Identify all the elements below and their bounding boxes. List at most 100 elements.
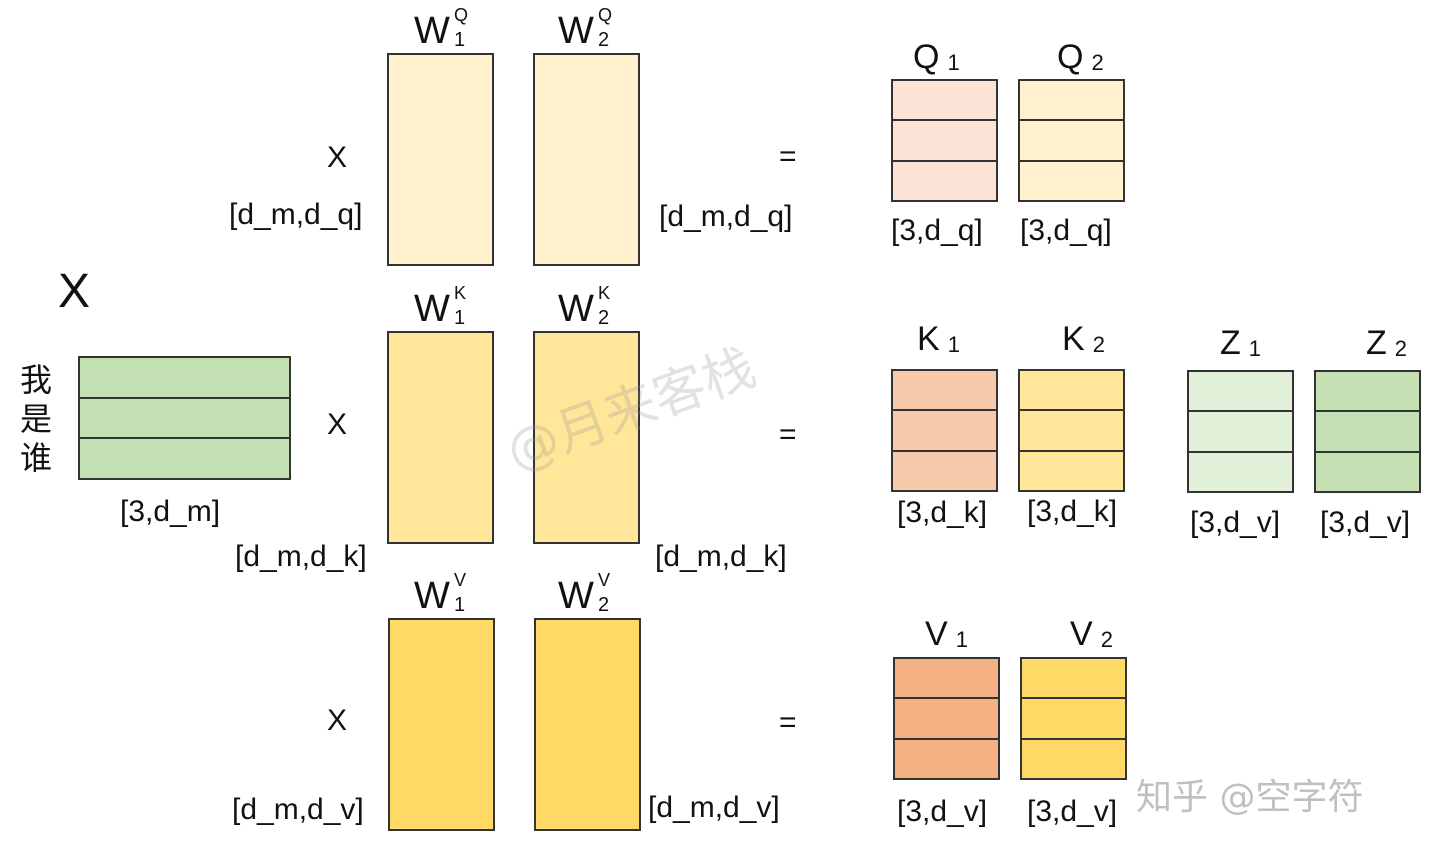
z2-row-3 (1316, 453, 1419, 491)
wv1-label: W V 1 (414, 571, 466, 615)
v1-row-2 (895, 699, 998, 740)
wq1-matrix (387, 53, 494, 266)
q2-matrix (1018, 79, 1125, 202)
wk2-sup: K (598, 283, 611, 303)
k1-row-2 (893, 411, 996, 452)
v2-row-1 (1022, 659, 1125, 700)
wq1-base: W (414, 10, 450, 52)
wq2-matrix (533, 53, 640, 266)
k2-row-3 (1020, 452, 1123, 490)
wv1-matrix (388, 618, 495, 831)
z1-row-1 (1189, 372, 1292, 413)
k2-matrix (1018, 369, 1125, 492)
x-dim: [3,d_m] (120, 495, 221, 528)
k2-row-2 (1020, 411, 1123, 452)
z1-dim: [3,d_v] (1190, 506, 1281, 539)
wv2-base: W (558, 575, 594, 617)
v1-sub: 1 (955, 627, 970, 652)
wv2-sup: V (598, 570, 611, 590)
wv2-label: W V 2 (558, 571, 610, 617)
wv2-sub: 2 (598, 594, 610, 616)
wv-dim-left: [d_m,d_v] (232, 793, 364, 826)
v1-dim: [3,d_v] (897, 795, 988, 828)
x-token-2: 是 (20, 400, 53, 438)
k1-base: K (917, 320, 942, 358)
k2-sub: 2 (1092, 332, 1107, 357)
wq2-sub: 2 (598, 29, 610, 51)
v1-row-1 (895, 659, 998, 700)
z2-dim: [3,d_v] (1320, 506, 1411, 539)
k2-base: K (1062, 320, 1087, 358)
z2-row-1 (1316, 372, 1419, 413)
wk2-sub: 2 (598, 307, 610, 329)
wv1-sub: 1 (454, 594, 466, 616)
wq2-label: W Q 2 (558, 6, 612, 52)
z2-base: Z (1366, 324, 1389, 362)
wv2-matrix (534, 618, 641, 831)
k1-row-1 (893, 371, 996, 412)
q1-row-1 (893, 81, 996, 122)
q-times: X (327, 141, 348, 174)
k1-matrix (891, 369, 998, 492)
x-row-2 (80, 399, 289, 440)
wq2-base: W (558, 10, 594, 52)
v2-row-2 (1022, 699, 1125, 740)
k1-dim: [3,d_k] (897, 496, 988, 529)
z1-row-3 (1189, 453, 1292, 491)
k-equals: = (779, 418, 797, 451)
q2-sub: 2 (1091, 50, 1106, 75)
v2-matrix (1020, 657, 1127, 780)
v2-row-3 (1022, 740, 1125, 778)
q1-matrix (891, 79, 998, 202)
k2-dim: [3,d_k] (1027, 495, 1118, 528)
wk1-label: W K 1 (414, 284, 466, 328)
k1-sub: 1 (947, 332, 962, 357)
wk1-sub: 1 (454, 307, 466, 329)
wq1-sub: 1 (454, 29, 466, 51)
wv1-sup: V (454, 570, 467, 590)
z1-base: Z (1220, 324, 1243, 362)
x-row-1 (80, 358, 289, 399)
q1-sub: 1 (947, 50, 962, 75)
x-title: X (58, 265, 91, 318)
z1-sub: 1 (1248, 336, 1264, 361)
v2-base: V (1070, 615, 1095, 653)
wq-dim-left: [d_m,d_q] (229, 198, 363, 231)
wq2-sup: Q (598, 5, 613, 25)
wk2-base: W (558, 288, 594, 330)
z2-matrix (1314, 370, 1421, 493)
q1-base: Q (913, 38, 942, 76)
x-row-3 (80, 439, 289, 478)
wk2-label: W K 2 (558, 284, 610, 330)
q1-row-2 (893, 121, 996, 162)
wk-dim-left: [d_m,d_k] (235, 540, 367, 573)
q2-base: Q (1057, 38, 1086, 76)
x-token-1: 我 (20, 361, 53, 399)
wq-dim-right: [d_m,d_q] (659, 200, 793, 233)
q1-row-3 (893, 162, 996, 200)
wk-dim-right: [d_m,d_k] (655, 540, 787, 573)
z2-row-2 (1316, 412, 1419, 453)
watermark-corner: 知乎 @空字符 (1136, 777, 1364, 818)
q2-row-1 (1020, 81, 1123, 122)
q2-row-3 (1020, 162, 1123, 200)
k2-row-1 (1020, 371, 1123, 412)
v-equals: = (779, 706, 797, 739)
wq1-sup: Q (454, 5, 469, 25)
v1-base: V (925, 615, 950, 653)
x-token-3: 谁 (20, 439, 53, 477)
q2-dim: [3,d_q] (1020, 214, 1112, 247)
v2-dim: [3,d_v] (1027, 795, 1118, 828)
z1-matrix (1187, 370, 1294, 493)
wq1-label: W Q 1 (414, 6, 468, 52)
wk1-sup: K (454, 283, 467, 303)
z2-sub: 2 (1394, 336, 1410, 361)
